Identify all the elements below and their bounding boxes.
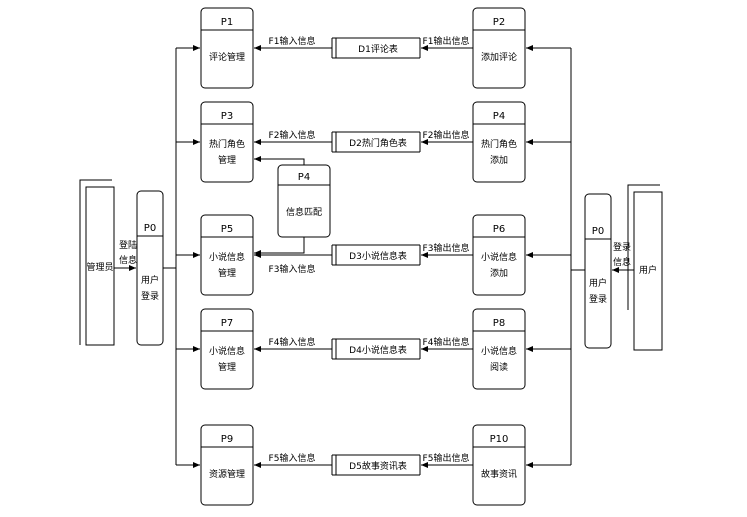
process-p4-match-label: 信息匹配 (286, 206, 322, 218)
process-p5-shape (200, 214, 254, 296)
process-p4-label: 热门角色 (481, 138, 517, 150)
process-p3-label: 管理 (218, 154, 236, 166)
admin-entity-label: 管理员 (86, 261, 113, 273)
process-p0-left-label: 用户 (141, 274, 159, 286)
process-p5-id: P5 (221, 224, 233, 235)
process-p6-label: 添加 (490, 268, 508, 279)
process-p3-label: 热门角色 (209, 138, 245, 150)
user-flow-label: 登录 (613, 242, 631, 253)
data-store: D5故事资讯表 (331, 454, 421, 476)
process-p8-id: P8 (493, 318, 505, 329)
data-store-label: D1评论表 (358, 43, 398, 55)
process-p0-right-shape (584, 193, 612, 349)
data-store: D3小说信息表 (331, 244, 421, 266)
process-p9-id: P9 (221, 434, 233, 445)
process-p9-label: 资源管理 (209, 468, 245, 480)
admin-flow-label: 信息 (119, 254, 137, 266)
process-p1-id: P1 (221, 17, 233, 28)
process-p3-shape (200, 101, 254, 183)
input-flow-label: F3输入信息 (269, 263, 316, 275)
process-p3-id: P3 (221, 111, 233, 122)
data-store-label: D3小说信息表 (349, 250, 407, 262)
data-store-label: D2热门角色表 (349, 137, 407, 149)
admin-flow-label: 登陆 (119, 239, 137, 251)
data-store-label: D5故事资讯表 (349, 460, 407, 472)
process-p1-shape (200, 7, 254, 89)
process-p6-id: P6 (493, 224, 505, 235)
process-p0-left-label: 登录 (141, 291, 159, 302)
process-p8-label: 小说信息 (481, 345, 517, 357)
output-flow-label: F4输出信息 (423, 336, 470, 348)
process-p7-id: P7 (221, 318, 233, 329)
process-p4-match: P4 信息匹配 (277, 164, 331, 238)
user-entity-shadow (627, 184, 660, 310)
user-entity-shape (633, 191, 663, 351)
process-p5-label: 管理 (218, 267, 236, 279)
process-p4-id: P4 (493, 111, 505, 122)
match-to-p5-flow (254, 237, 305, 256)
process-p6-label: 小说信息 (481, 251, 517, 263)
user-entity-label: 用户 (639, 264, 657, 276)
process-p2: P2 添加评论 (472, 7, 526, 89)
process-p2-id: P2 (493, 17, 505, 28)
process-p1-label: 评论管理 (209, 51, 245, 63)
data-store: D1评论表 (331, 37, 421, 59)
process-p10: P10 故事资讯 (472, 424, 526, 506)
process-p9-shape (200, 424, 254, 506)
process-p7-label: 小说信息 (209, 345, 245, 357)
user-entity: 用户 (627, 184, 663, 351)
output-flow-label: F2输出信息 (423, 129, 470, 141)
user-flow-label: 信息 (613, 256, 631, 268)
process-p8-label: 阅读 (490, 361, 508, 373)
output-flow-label: F1输出信息 (423, 35, 470, 47)
admin-entity-shape (85, 186, 115, 346)
process-p1: P1 评论管理 (200, 7, 254, 89)
process-p4-match-id: P4 (298, 172, 310, 183)
data-store-label: D4小说信息表 (349, 344, 407, 356)
process-p0-right-label: 登录 (589, 294, 607, 305)
process-p5-label: 小说信息 (209, 251, 245, 263)
process-p7-label: 管理 (218, 361, 236, 373)
output-flow-label: F3输出信息 (423, 242, 470, 254)
input-flow-label: F2输入信息 (269, 129, 316, 141)
output-flow-label: F5输出信息 (423, 452, 470, 464)
data-store: D4小说信息表 (331, 338, 421, 360)
process-p9: P9 资源管理 (200, 424, 254, 506)
process-p10-id: P10 (490, 434, 509, 445)
process-p0-left-shape (136, 190, 164, 346)
process-p0-left-id: P0 (144, 223, 156, 234)
input-flow-label: F5输入信息 (269, 452, 316, 464)
input-flow-label: F4输入信息 (269, 336, 316, 348)
data-store: D2热门角色表 (331, 131, 421, 153)
process-p4-label: 添加 (490, 155, 508, 166)
admin-entity-shadow (79, 179, 112, 345)
process-p10-label: 故事资讯 (481, 468, 517, 480)
process-p0-right-label: 用户 (589, 277, 607, 289)
process-p0-right-id: P0 (592, 226, 604, 237)
admin-entity: 管理员 (79, 179, 115, 346)
process-p2-label: 添加评论 (481, 51, 517, 63)
process-p7-shape (200, 308, 254, 390)
input-flow-label: F1输入信息 (269, 35, 316, 47)
match-to-p3-flow (254, 156, 305, 165)
